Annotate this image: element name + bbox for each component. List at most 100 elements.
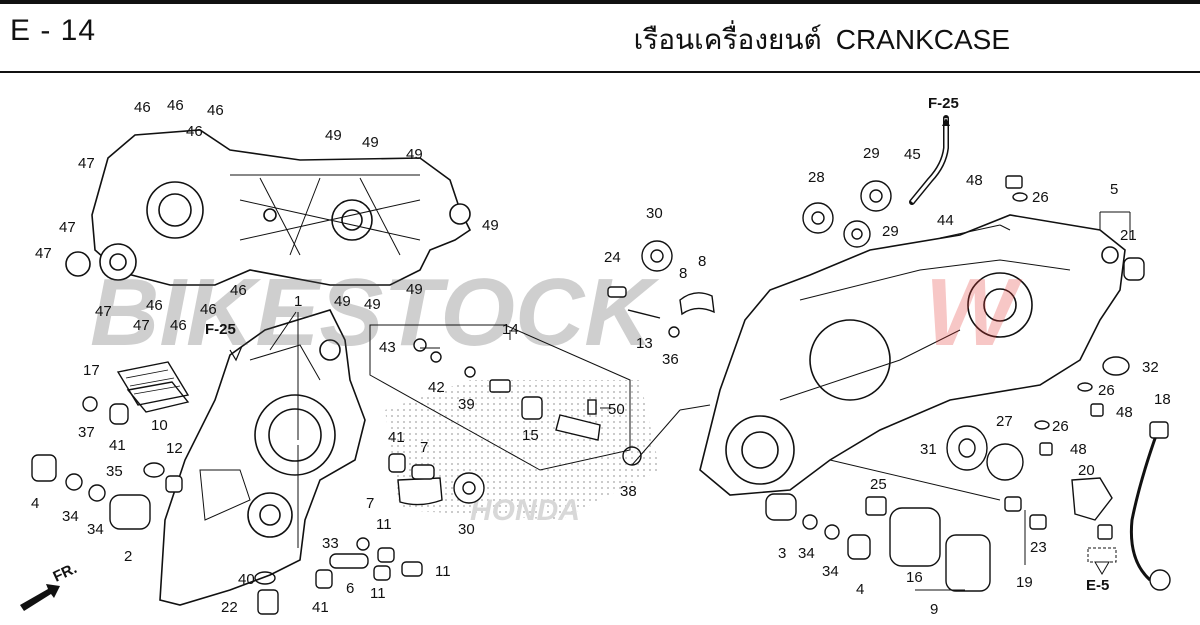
front-direction-arrow: FR. [20, 560, 80, 611]
callout-49: 49 [364, 296, 381, 313]
callout-4: 4 [856, 581, 864, 598]
callout-49: 49 [325, 127, 342, 144]
callout-34: 34 [87, 521, 104, 538]
callout-14: 14 [502, 321, 519, 338]
callout-37: 37 [78, 424, 95, 441]
callout-36: 36 [662, 351, 679, 368]
callout-1: 1 [294, 293, 302, 310]
callout-20: 20 [1078, 462, 1095, 479]
left-crankcase-cover [65, 129, 472, 286]
title-thai: เรือนเครื่องยนต์ [633, 24, 822, 55]
callout-46: 46 [186, 123, 203, 140]
callout-17: 17 [83, 362, 100, 379]
callout-21: 21 [1120, 227, 1137, 244]
page-title: เรือนเครื่องยนต์ CRANKCASE [620, 18, 1010, 62]
callout-34: 34 [62, 508, 79, 525]
callout-49: 49 [334, 293, 351, 310]
callout-50: 50 [608, 401, 625, 418]
callout-24: 24 [604, 249, 621, 266]
callout-47: 47 [59, 219, 76, 236]
title-english: CRANKCASE [835, 24, 1010, 55]
callout-29: 29 [882, 223, 899, 240]
callout-35: 35 [106, 463, 123, 480]
callout-28: 28 [808, 169, 825, 186]
watermark-text: BIKESTOCK [90, 259, 660, 366]
bikestock-watermark: BIKESTOCK W [90, 259, 1023, 366]
callout-18: 18 [1154, 391, 1171, 408]
callout-38: 38 [620, 483, 637, 500]
callout-15: 15 [522, 427, 539, 444]
callout-46: 46 [230, 282, 247, 299]
callout-47: 47 [95, 303, 112, 320]
callout-46: 46 [200, 301, 217, 318]
callout-43: 43 [379, 339, 396, 356]
small-parts [31, 115, 1171, 615]
callout-12: 12 [166, 440, 183, 457]
callout-8: 8 [679, 265, 687, 282]
callout-46: 46 [146, 297, 163, 314]
callout-27: 27 [996, 413, 1013, 430]
callout-26: 26 [1098, 382, 1115, 399]
leader-lines [269, 211, 1131, 591]
callout-41: 41 [312, 599, 329, 616]
callout-49: 49 [406, 281, 423, 298]
callout-41: 41 [109, 437, 126, 454]
honda-wordmark: HONDA [470, 494, 580, 527]
ref-e5: E-5 [1086, 577, 1109, 594]
callout-48: 48 [1070, 441, 1087, 458]
callout-3: 3 [778, 545, 786, 562]
callout-11: 11 [376, 516, 392, 533]
callout-47: 47 [35, 245, 52, 262]
header-rule [0, 71, 1200, 73]
callout-11: 11 [370, 585, 386, 602]
callout-46: 46 [167, 97, 184, 114]
callout-25: 25 [870, 476, 887, 493]
callout-40: 40 [238, 571, 255, 588]
callout-5: 5 [1110, 181, 1118, 198]
ref-f25-left: F-25 [205, 321, 236, 338]
callout-19: 19 [1016, 574, 1033, 591]
callout-46: 46 [207, 102, 224, 119]
callout-30: 30 [646, 205, 663, 222]
callout-4: 4 [31, 495, 39, 512]
ref-f25-top: F-25 [928, 95, 959, 112]
callout-26: 26 [1052, 418, 1069, 435]
callout-49: 49 [482, 217, 499, 234]
callout-32: 32 [1142, 359, 1159, 376]
exploded-parts-diagram: HONDA BIKESTOCK W [20, 95, 1171, 618]
callout-49: 49 [406, 146, 423, 163]
callout-6: 6 [346, 580, 354, 597]
callout-47: 47 [78, 155, 95, 172]
callout-34: 34 [822, 563, 839, 580]
callout-2: 2 [124, 548, 132, 565]
callout-31: 31 [920, 441, 937, 458]
watermark-accent-letter: W [925, 259, 1023, 366]
callout-11: 11 [435, 563, 451, 580]
top-rule [0, 0, 1200, 4]
callout-44: 44 [937, 212, 954, 229]
callout-7: 7 [366, 495, 374, 512]
callout-8: 8 [698, 253, 706, 270]
callout-46: 46 [170, 317, 187, 334]
callout-9: 9 [930, 601, 938, 618]
right-crankcase-half [699, 214, 1126, 496]
callout-47: 47 [133, 317, 150, 334]
callout-41: 41 [388, 429, 405, 446]
callout-16: 16 [906, 569, 923, 586]
left-crankcase-half [159, 309, 366, 606]
callout-30: 30 [458, 521, 475, 538]
callout-22: 22 [221, 599, 238, 616]
callout-42: 42 [428, 379, 445, 396]
callout-33: 33 [322, 535, 339, 552]
callout-46: 46 [134, 99, 151, 116]
callout-45: 45 [904, 146, 921, 163]
callout-26: 26 [1032, 189, 1049, 206]
callout-7: 7 [420, 439, 428, 456]
callout-29: 29 [863, 145, 880, 162]
callout-23: 23 [1030, 539, 1047, 556]
callout-49: 49 [362, 134, 379, 151]
callout-48: 48 [966, 172, 983, 189]
callout-39: 39 [458, 396, 475, 413]
callout-13: 13 [636, 335, 653, 352]
callout-48: 48 [1116, 404, 1133, 421]
